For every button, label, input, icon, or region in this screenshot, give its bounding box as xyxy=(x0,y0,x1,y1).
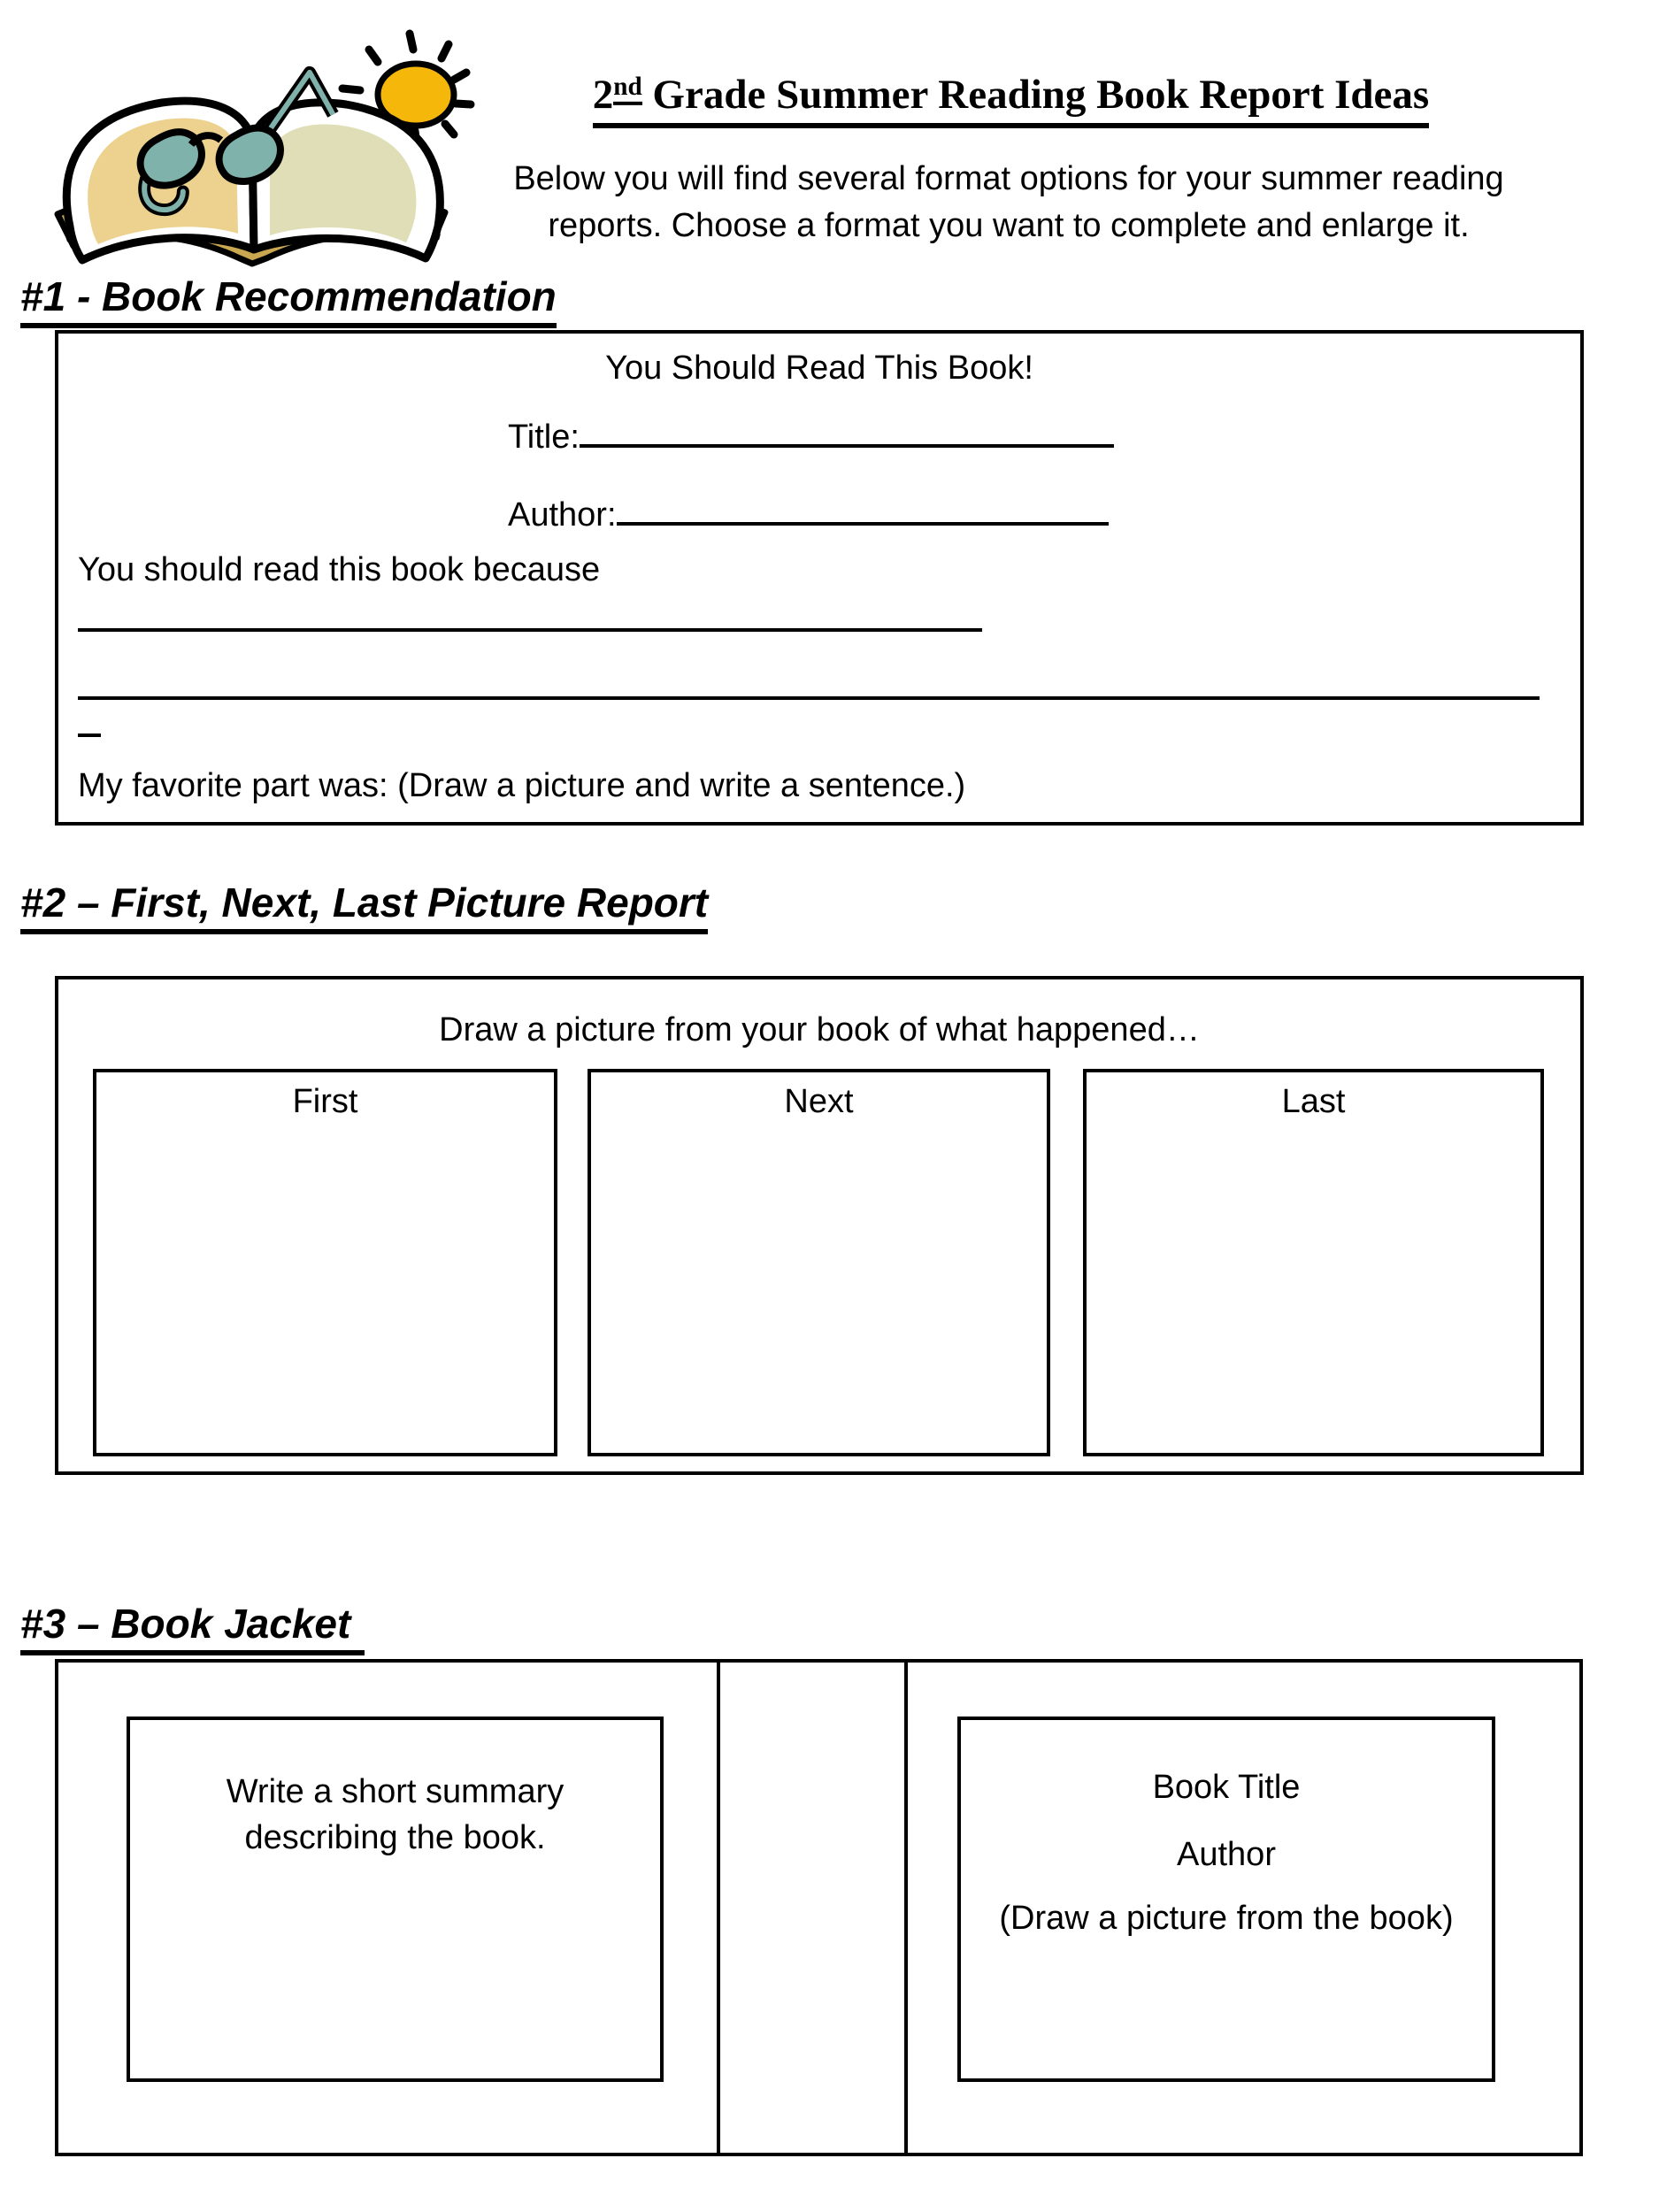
section2-heading: #2 – First, Next, Last Picture Report xyxy=(20,879,709,934)
panel-last-label: Last xyxy=(1281,1083,1346,1120)
jacket-cover-box: Book Title Author (Draw a picture from t… xyxy=(957,1717,1495,2082)
sunglasses-icon xyxy=(136,65,339,217)
writing-line-1 xyxy=(78,628,982,632)
writing-line-3-stub xyxy=(78,733,101,737)
cover-author: Author xyxy=(1177,1836,1276,1873)
panel-next: Next xyxy=(588,1069,1050,1456)
picture-report-box: Draw a picture from your book of what ha… xyxy=(55,976,1584,1475)
title-number: 2 xyxy=(592,72,614,118)
intro-line-2: reports. Choose a format you want to com… xyxy=(548,207,1470,244)
book-sunglasses-sun-clipart xyxy=(54,29,475,267)
jacket-summary-box: Write a short summary describing the boo… xyxy=(127,1717,664,2082)
writing-line-2 xyxy=(78,696,1540,700)
page-title: 2nd Grade Summer Reading Book Report Ide… xyxy=(416,71,1606,128)
author-field-label: Author: xyxy=(508,496,617,534)
favorite-part-prompt: My favorite part was: (Draw a picture an… xyxy=(78,767,966,804)
title-ordinal: nd xyxy=(613,73,642,105)
section3-heading: #3 – Book Jacket xyxy=(20,1600,365,1655)
book-jacket-box: Write a short summary describing the boo… xyxy=(55,1659,1583,2156)
intro-line-1: Below you will find several format optio… xyxy=(513,160,1504,197)
panel-last: Last xyxy=(1083,1069,1544,1456)
intro-text: Below you will find several format optio… xyxy=(407,156,1610,250)
title-field-line xyxy=(579,444,1114,448)
title-text: Grade Summer Reading Book Report Ideas xyxy=(641,72,1430,118)
summary-text-line-2: describing the book. xyxy=(244,1819,546,1856)
book-recommendation-box: You Should Read This Book! Title: Author… xyxy=(55,330,1584,826)
panel-first: First xyxy=(93,1069,557,1456)
summary-text-line-1: Write a short summary xyxy=(226,1773,565,1810)
title-field-row: Title: xyxy=(508,419,1114,457)
section1-heading: #1 - Book Recommendation xyxy=(20,273,557,328)
cover-book-title: Book Title xyxy=(1152,1769,1301,1806)
because-prompt: You should read this book because xyxy=(78,551,601,588)
title-field-label: Title: xyxy=(508,419,580,456)
author-field-line xyxy=(616,522,1109,526)
picture-report-prompt: Draw a picture from your book of what ha… xyxy=(439,1011,1200,1048)
panel-first-label: First xyxy=(292,1083,358,1120)
cover-draw-prompt: (Draw a picture from the book) xyxy=(999,1900,1454,1937)
panel-next-label: Next xyxy=(784,1083,854,1120)
jacket-spine-left-line xyxy=(717,1663,720,2153)
recommendation-box-title: You Should Read This Book! xyxy=(605,349,1033,387)
author-field-row: Author: xyxy=(508,496,1109,534)
jacket-spine-right-line xyxy=(904,1663,908,2153)
